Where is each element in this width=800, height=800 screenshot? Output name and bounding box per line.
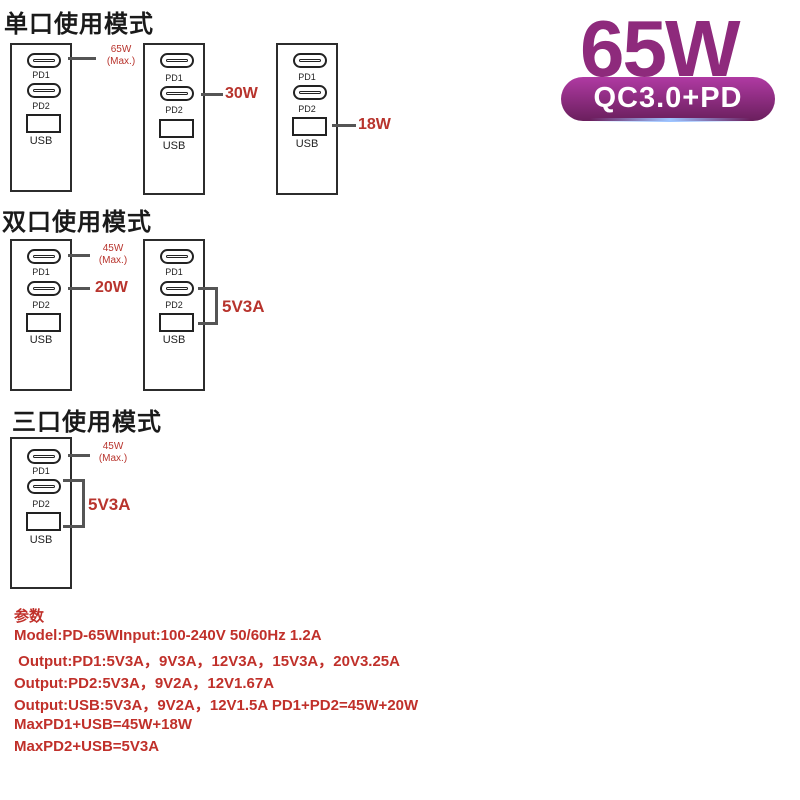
usb-port [159, 313, 194, 332]
usb-label: USB [162, 140, 186, 152]
pd2-label: PD2 [32, 499, 50, 509]
logo-subtitle: QC3.0+PD [593, 82, 743, 114]
usb-label: USB [29, 334, 53, 346]
usb-port [26, 313, 61, 332]
watt-label: 45W (Max.) [92, 243, 134, 267]
connector-line [68, 57, 96, 60]
pd2-label: PD2 [32, 300, 50, 310]
heading-triple-mode: 三口使用模式 [12, 408, 162, 436]
pd1-port [27, 449, 61, 464]
charger-single-usb: PD1 PD2 USB [276, 43, 338, 195]
pd2-port [160, 281, 194, 296]
logo-badge: QC3.0+PD [561, 77, 775, 121]
watt-label: 65W (Max.) [100, 44, 142, 68]
pd2-port [293, 85, 327, 100]
watt-value: 45W [102, 243, 124, 254]
pd1-label: PD1 [32, 70, 50, 80]
pd1-label: PD1 [298, 72, 316, 82]
watt-label: 5V3A [222, 297, 265, 316]
spec-line: Output:PD2:5V3A，9V2A，12V1.67A [14, 675, 275, 692]
usb-port [26, 114, 61, 133]
watt-label: 45W (Max.) [92, 441, 134, 465]
connector-line [201, 93, 223, 96]
watt-max-note: (Max.) [98, 453, 128, 464]
pd2-label: PD2 [165, 105, 183, 115]
usb-label: USB [295, 138, 319, 150]
watt-value: 65W [110, 44, 132, 55]
charger-dual-pd2-usb: PD1 PD2 USB [143, 239, 205, 391]
usb-label: USB [29, 135, 53, 147]
pd2-label: PD2 [298, 104, 316, 114]
watt-max-note: (Max.) [106, 56, 136, 67]
connector-bracket [198, 287, 218, 325]
spec-line: Output:PD1:5V3A，9V3A，12V3A，15V3A，20V3.25… [14, 653, 400, 670]
pd1-port [160, 53, 194, 68]
connector-bracket [63, 479, 85, 528]
watt-label: 5V3A [88, 495, 131, 514]
watt-label: 20W [95, 279, 128, 296]
usb-port [159, 119, 194, 138]
pd2-port [27, 83, 61, 98]
spec-line: MaxPD2+USB=5V3A [14, 738, 160, 755]
charger-single-pd1: PD1 PD2 USB [10, 43, 72, 192]
connector-line [68, 454, 90, 457]
connector-line [68, 254, 90, 257]
charger-single-pd2: PD1 PD2 USB [143, 43, 205, 195]
pd1-label: PD1 [32, 466, 50, 476]
usb-port [26, 512, 61, 531]
watt-label: 18W [358, 116, 391, 133]
pd2-label: PD2 [165, 300, 183, 310]
charger-triple: PD1 PD2 USB [10, 437, 72, 589]
pd1-label: PD1 [165, 73, 183, 83]
usb-label: USB [29, 534, 53, 546]
pd1-label: PD1 [32, 267, 50, 277]
watt-value: 45W [102, 441, 124, 452]
usb-port [292, 117, 327, 136]
spec-title: 参数 [14, 607, 45, 625]
pd1-port [27, 249, 61, 264]
spec-line: MaxPD1+USB=45W+18W [14, 716, 192, 733]
spec-line: Output:USB:5V3A，9V2A，12V1.5A PD1+PD2=45W… [14, 697, 419, 714]
spec-line: Model:PD-65WInput:100-240V 50/60Hz 1.2A [14, 627, 322, 644]
pd2-port [27, 281, 61, 296]
pd2-port [27, 479, 61, 494]
pd1-port [160, 249, 194, 264]
charger-dual-pd1-pd2: PD1 PD2 USB [10, 239, 72, 391]
pd1-label: PD1 [165, 267, 183, 277]
connector-line [68, 287, 90, 290]
pd1-port [27, 53, 61, 68]
logo-glow [590, 118, 750, 122]
watt-max-note: (Max.) [98, 255, 128, 266]
heading-dual-mode: 双口使用模式 [2, 208, 152, 236]
connector-line [332, 124, 356, 127]
pd2-port [160, 86, 194, 101]
pd1-port [293, 53, 327, 68]
usb-label: USB [162, 334, 186, 346]
heading-single-mode: 单口使用模式 [4, 10, 154, 38]
pd2-label: PD2 [32, 101, 50, 111]
watt-label: 30W [225, 85, 258, 102]
